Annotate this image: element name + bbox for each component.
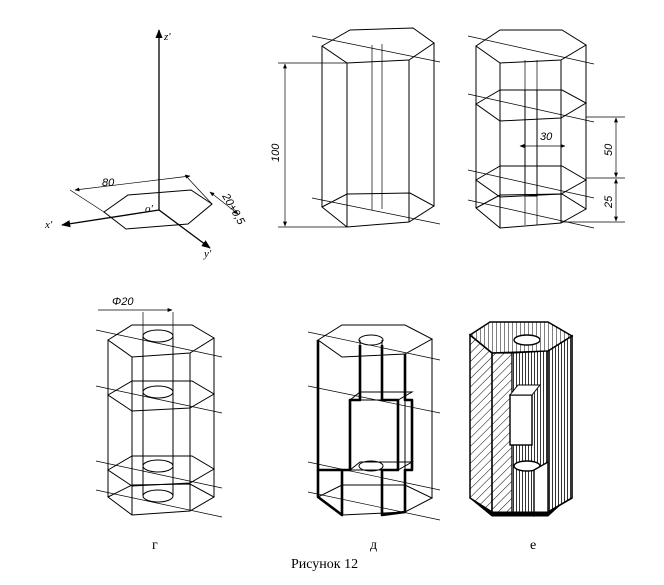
dim-line-80	[74, 174, 191, 192]
section-plane-lower	[475, 165, 588, 198]
panel-d	[307, 324, 441, 521]
figure-caption: Рисунок 12	[291, 557, 359, 572]
panel-label-g: г	[152, 538, 158, 553]
d-cut-outline-left	[316, 340, 362, 472]
sections-top-face	[475, 29, 587, 64]
dim-line-20	[209, 191, 239, 215]
d-cut-outline-right	[380, 345, 414, 517]
d-top-face	[317, 324, 434, 358]
z-axis-label: z'	[163, 31, 171, 43]
panel-sections: 30 50 25	[467, 29, 625, 229]
dim-80-label: 80	[102, 177, 115, 189]
x-axis-label: x'	[44, 219, 53, 231]
panel-axes-base: 80 20+0,5 z' x' y' o'	[44, 29, 247, 260]
dim-30-label: 30	[540, 131, 553, 143]
prism-top-face	[321, 27, 435, 64]
panel-prism: 100	[270, 27, 441, 228]
panel-e	[468, 321, 574, 517]
prism-bottom-face	[321, 192, 435, 228]
y-axis	[158, 209, 211, 249]
panel-label-e: е	[530, 538, 537, 553]
e-cut-face-left	[469, 333, 493, 514]
e-slot-window	[509, 394, 533, 446]
dim-50-label: 50	[603, 143, 615, 156]
dim-d20-label: Φ20	[112, 296, 134, 308]
g-hole-top	[142, 329, 174, 343]
section-plane-upper	[475, 89, 588, 122]
dim-20-label: 20+0,5	[219, 191, 247, 228]
panel-label-d: д	[370, 538, 378, 553]
dim-100-label: 100	[270, 143, 282, 162]
y-axis-label: y'	[203, 248, 212, 260]
e-right-face	[547, 334, 573, 514]
panel-g: Φ20	[95, 296, 223, 518]
dim-25-label: 25	[603, 195, 615, 209]
origin-label: o'	[145, 203, 154, 215]
